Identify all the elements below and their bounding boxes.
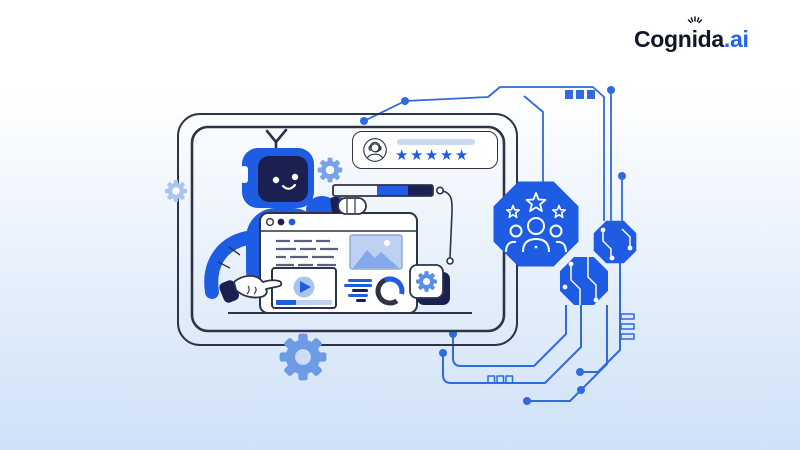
circuit-pin xyxy=(565,90,573,99)
circuit-pin xyxy=(620,333,635,340)
sparkle-burst-icon xyxy=(687,16,702,24)
circuit-dot xyxy=(523,397,531,405)
robot-antenna xyxy=(265,128,288,152)
gear-icon xyxy=(317,157,343,183)
mountain-icon xyxy=(353,250,399,268)
star-icon: ★ xyxy=(454,146,470,164)
robot-eye xyxy=(291,173,299,181)
circuit-pin xyxy=(576,90,584,99)
circuit-dot xyxy=(618,172,626,180)
team-icon xyxy=(505,192,567,253)
star-icon: ★ xyxy=(439,146,455,164)
star-outline-icon xyxy=(525,192,547,213)
donut-chart-icon xyxy=(375,276,405,306)
circuit-dot xyxy=(401,97,409,105)
circuit-dot xyxy=(360,117,368,125)
team-badge-octagon xyxy=(493,181,579,267)
video-player[interactable] xyxy=(271,267,337,309)
sun-dot xyxy=(384,240,390,246)
wire-node xyxy=(446,257,454,265)
avatar-icon xyxy=(363,138,387,162)
circuit-pin xyxy=(487,375,496,384)
video-progress-filled xyxy=(276,300,296,305)
wire-node xyxy=(435,186,444,195)
arm-segments xyxy=(217,246,241,269)
brand-prefix: Cogn xyxy=(634,26,692,52)
chip-pins-top xyxy=(565,90,595,99)
circuit-chip xyxy=(593,220,637,264)
robot-face xyxy=(258,156,308,202)
progress-bar xyxy=(332,184,444,197)
robot-hand-gripping xyxy=(330,196,367,215)
speed-lines xyxy=(344,279,372,302)
browser-dot xyxy=(265,217,275,227)
robot-arm-left xyxy=(204,231,254,299)
robot-hand-pointing xyxy=(219,275,283,303)
star-icon: ★ xyxy=(395,146,410,164)
brand-middle: da xyxy=(697,26,725,52)
image-placeholder xyxy=(349,234,403,270)
circuit-dot xyxy=(607,86,615,94)
robot-smile xyxy=(281,183,297,190)
gear-icon xyxy=(164,179,188,203)
star-outline-icon xyxy=(551,204,567,219)
circuit-pin xyxy=(496,375,505,384)
gear-square xyxy=(409,264,450,305)
circuit-chip xyxy=(560,257,608,305)
circuit-pin xyxy=(620,323,635,330)
circuit-pin xyxy=(620,313,635,320)
circuit-dot xyxy=(576,368,584,376)
brand-tld: .ai xyxy=(723,26,749,52)
browser-window xyxy=(259,212,418,314)
star-icon: ★ xyxy=(424,146,440,164)
circuit-dot xyxy=(439,349,447,357)
star-icon: ★ xyxy=(409,146,425,164)
browser-dot xyxy=(277,218,285,226)
brand-letter-i: i xyxy=(687,16,702,53)
browser-dot xyxy=(288,218,296,226)
robot-ear xyxy=(241,166,248,183)
gear-icon xyxy=(416,271,437,292)
robot-eye xyxy=(272,176,280,184)
rating-card: ★★★★★ xyxy=(352,131,498,169)
chip-pins-bottom xyxy=(487,375,514,384)
gear-icon xyxy=(279,333,327,381)
circuit-traces-top xyxy=(360,86,626,230)
circuit-pin xyxy=(587,90,595,99)
name-placeholder-bar xyxy=(397,138,475,145)
star-rating: ★★★★★ xyxy=(395,148,475,163)
play-icon xyxy=(300,281,311,293)
star-outline-icon xyxy=(505,204,521,219)
wire xyxy=(442,190,453,259)
circuit-pin xyxy=(505,375,514,384)
chip-pins-side xyxy=(620,313,635,340)
circuit-dot xyxy=(577,386,585,394)
